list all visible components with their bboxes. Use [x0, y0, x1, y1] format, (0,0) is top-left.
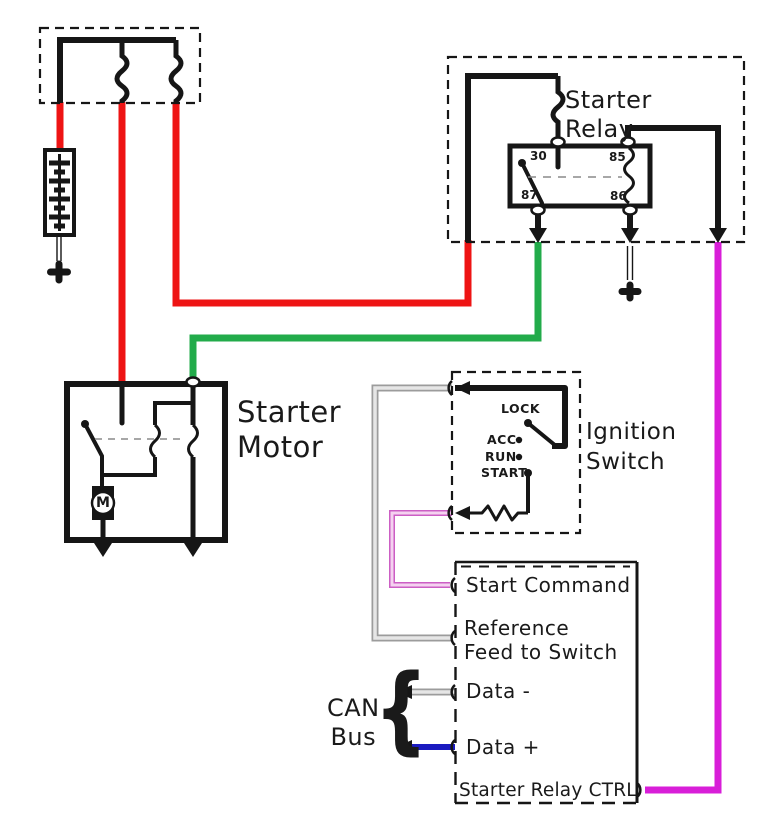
module-pin-data-minus: Data -: [466, 679, 531, 703]
power-bus-bar: [57, 37, 176, 103]
lock-contact-dot: [524, 419, 532, 427]
terminal-87-label: 87: [521, 188, 538, 202]
solenoid-coil-icon: [149, 423, 161, 459]
run-contact-dot: [515, 453, 523, 461]
pin-connector-clips: [447, 380, 642, 798]
arrow-down-87: [529, 228, 547, 243]
starter-motor-label-line2: Motor: [237, 429, 324, 464]
pink-wire-outline: [389, 510, 452, 588]
relay-supply-wire: [465, 73, 558, 242]
ignition-position-acc: ACC: [487, 432, 517, 447]
ignition-switch-label: Ignition Switch: [586, 418, 676, 478]
module-pin-reference-line2: Feed to Switch: [464, 640, 618, 664]
ignition-switch-label-line1: Ignition: [586, 419, 677, 445]
fuse-icon: [168, 40, 184, 103]
module-pin-reference-line1: Reference: [464, 616, 570, 640]
ignition-feed-wire: [455, 385, 568, 449]
green-wire-solenoid: [189, 242, 542, 381]
motor-letter: M: [96, 495, 110, 511]
relay-85-riser: [625, 125, 721, 232]
arrow-left-data-plus: [396, 740, 412, 754]
motor-switch-arm: [83, 422, 104, 489]
arrowheads: [94, 228, 727, 754]
motor-symbol-circle: [90, 490, 116, 516]
arrow-down-motor-ground-right: [184, 543, 202, 557]
starter-relay-label-line2: Relay: [565, 114, 634, 143]
red-wire-relay-feed: [172, 102, 472, 307]
resistor-icon: [470, 504, 528, 522]
relay-contact-dot: [518, 159, 526, 167]
red-wire: [56, 102, 472, 384]
arrow-left-ignition-start: [455, 506, 470, 520]
motor-contact-dot: [81, 420, 89, 428]
battery-icon: [43, 148, 76, 237]
ignition-position-run: RUN: [485, 449, 517, 464]
magenta-wire: [645, 242, 722, 794]
module-pin-data-plus: Data +: [466, 735, 540, 759]
terminal-86-label: 86: [610, 189, 627, 203]
relay-coil-icon: [623, 146, 635, 205]
starter-relay-label: Starter Relay: [565, 86, 652, 144]
solenoid-coil-icon: [187, 423, 199, 459]
solenoid-branch: [153, 401, 193, 425]
terminal-connector-ovals: [530, 136, 638, 216]
starter-motor-label-line1: Starter: [237, 395, 342, 429]
relay-body: [507, 143, 653, 209]
relay-ground-lead: [626, 246, 634, 280]
arrow-down-86: [621, 228, 639, 243]
arrow-down-85: [709, 228, 727, 243]
ignition-position-lock: LOCK: [501, 401, 541, 416]
can-bus-label-line1: CAN: [327, 694, 380, 722]
starter-motor-label: Starter Motor: [237, 395, 341, 465]
module-pin-relay-ctrl: Starter Relay CTRL: [459, 780, 637, 801]
terminal-85-label: 85: [609, 150, 626, 164]
starter-relay-label-line1: Starter: [565, 86, 652, 114]
ignition-switch-arm: [526, 421, 558, 448]
gray-wire-outline: [371, 384, 455, 696]
gray-wire-fill: [373, 386, 455, 694]
can-bus-label-line2: Bus: [330, 722, 377, 751]
fuse-icon: [114, 40, 130, 103]
magenta-wire-relay-ctrl: [645, 242, 722, 794]
solenoid-branch-lower: [102, 457, 157, 477]
arrow-down-motor-ground-left: [94, 543, 112, 557]
ground-icon: [47, 260, 71, 284]
battery-ground-lead: [56, 235, 62, 261]
ignition-position-start: START: [481, 465, 528, 480]
ignition-switch-box: [450, 370, 582, 535]
ignition-switch-label-line2: Switch: [586, 448, 666, 475]
can-bus-label: CAN Bus: [327, 694, 380, 752]
module-pin-start-command: Start Command: [466, 573, 631, 597]
can-bus-brace-icon: {: [374, 655, 429, 765]
relay-switch-arm: [520, 161, 544, 205]
terminal-30-label: 30: [530, 149, 547, 163]
pink-wire-fill: [390, 511, 452, 587]
acc-contact-dot: [515, 436, 523, 444]
arrow-left-data-minus: [396, 685, 412, 699]
fuse-icon: [550, 76, 566, 139]
terminal-connector-oval: [185, 376, 201, 388]
arrow-left-ignition-feed: [455, 381, 470, 395]
ground-icon: [618, 281, 642, 302]
starter-motor-box: [64, 381, 228, 543]
green-wire: [189, 242, 542, 381]
